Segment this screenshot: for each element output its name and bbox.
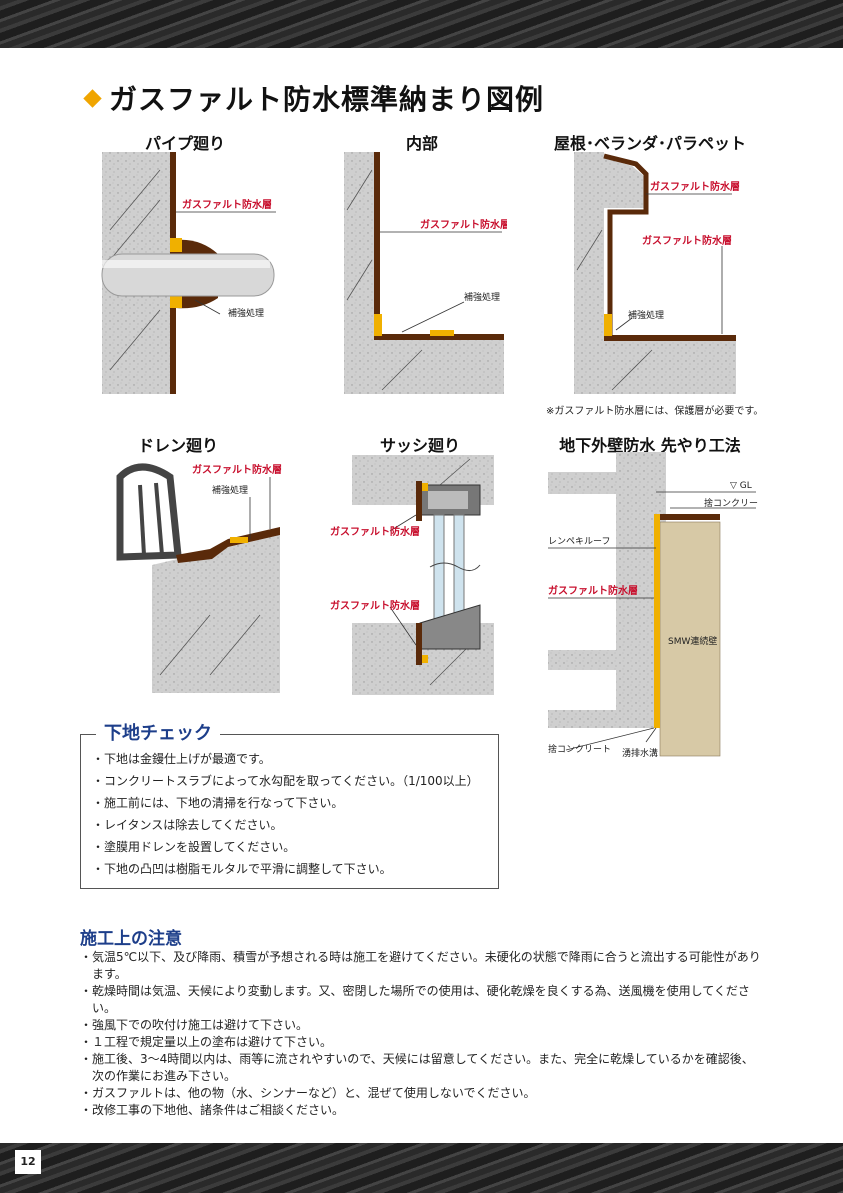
page-number: 12 (15, 1150, 41, 1174)
caption-roof: 屋根･ベランダ･パラペット (553, 134, 746, 153)
diagram-sash: ガスファルト防水層 ガスファルト防水層 (330, 455, 494, 695)
check-item: ・下地は金鏝仕上げが最適です。 (92, 752, 271, 766)
label-reinforce: 補強処理 (464, 291, 500, 303)
check-item: ・施工前には、下地の清掃を行なって下さい。 (92, 796, 344, 810)
label-membrane: ガスファルト防水層 (548, 584, 638, 597)
check-item: ・コンクリートスラブによって水勾配を取ってください。（1/100以上） (92, 774, 479, 788)
note-item: ・気温5℃以下、及び降雨、積雪が予想される時は施工を避けてください。未硬化の状態… (80, 950, 761, 981)
label-blinding-top: 捨コンクリート (704, 497, 758, 509)
caption-drain: ドレン廻り (137, 436, 218, 455)
substrate-check-box (80, 734, 499, 889)
label-smw: SMW連続壁 (668, 635, 717, 647)
label-membrane-lower: ガスファルト防水層 (642, 234, 732, 247)
diagram-pipe: ガスファルト防水層 補強処理 (101, 152, 276, 394)
diagram-underground: ▽ GL 捨コンクリート レンペキルーフ ガスファルト防水層 SMW連続壁 捨コ… (548, 452, 758, 759)
diamond-bullet-icon (83, 88, 102, 108)
substrate-check-title: 下地チェック (96, 719, 220, 745)
note-item: ・改修工事の下地他、諸条件はご相談ください。 (80, 1103, 345, 1117)
diagram-interior: ガスファルト防水層 補強処理 (344, 152, 507, 394)
note-item: ・強風下での吹付け施工は避けて下さい。 (80, 1018, 309, 1032)
check-item: ・下地の凸凹は樹脂モルタルで平滑に調整して下さい。 (92, 862, 392, 876)
label-reinforce: 補強処理 (628, 309, 664, 321)
label-membrane-upper: ガスファルト防水層 (330, 525, 420, 538)
substrate-check-list: ・下地は金鏝仕上げが最適です。 ・コンクリートスラブによって水勾配を取ってくださ… (92, 748, 479, 880)
note-item: ・乾燥時間は気温、天候により変動します。又、密閉した場所での使用は、硬化乾燥を良… (80, 984, 750, 1015)
page-heading: ガスファルト防水標準納まり図例 (83, 80, 545, 116)
label-membrane-lower: ガスファルト防水層 (330, 599, 420, 612)
diagram-drain: ガスファルト防水層 補強処理 (116, 463, 282, 693)
label-membrane: ガスファルト防水層 (420, 218, 507, 231)
top-decor-band (0, 0, 843, 48)
check-item: ・塗膜用ドレンを設置してください。 (92, 840, 296, 854)
diagram-roof: ガスファルト防水層 ガスファルト防水層 補強処理 (574, 152, 740, 394)
label-reinforce: 補強処理 (228, 307, 264, 319)
caption-sash: サッシ廻り (379, 436, 460, 455)
bottom-decor-band (0, 1143, 843, 1193)
note-item: ・１工程で規定量以上の塗布は避けて下さい。 (80, 1035, 333, 1049)
note-item: ・ガスファルトは、他の物（水、シンナーなど）と、混ぜて使用しないでください。 (80, 1086, 536, 1100)
label-reinforce: 補強処理 (212, 484, 248, 496)
caption-pipe: パイプ廻り (144, 134, 225, 153)
caption-underground: 地下外壁防水 先やり工法 (559, 436, 741, 455)
label-gl: ▽ GL (730, 481, 752, 491)
label-membrane-upper: ガスファルト防水層 (650, 180, 740, 193)
protection-note: ※ガスファルト防水層には、保護層が必要です。 (546, 406, 764, 417)
label-wall-roof: レンペキルーフ (548, 537, 610, 547)
construction-notes-title: 施工上の注意 (80, 929, 182, 949)
page-title: ガスファルト防水標準納まり図例 (109, 83, 545, 116)
construction-notes-list: ・気温5℃以下、及び降雨、積雪が予想される時は施工を避けてください。未硬化の状態… (80, 949, 765, 1119)
note-item: ・施工後、3～4時間以内は、雨等に流されやすいので、天候には留意してください。ま… (80, 1052, 754, 1083)
label-membrane: ガスファルト防水層 (182, 198, 272, 211)
check-item: ・レイタンスは除去してください。 (92, 818, 283, 832)
caption-interior: 内部 (405, 134, 438, 153)
label-membrane: ガスファルト防水層 (192, 463, 282, 476)
label-drain-channel: 湧排水溝 (622, 747, 658, 759)
label-blinding-bottom: 捨コンクリート (548, 743, 611, 755)
